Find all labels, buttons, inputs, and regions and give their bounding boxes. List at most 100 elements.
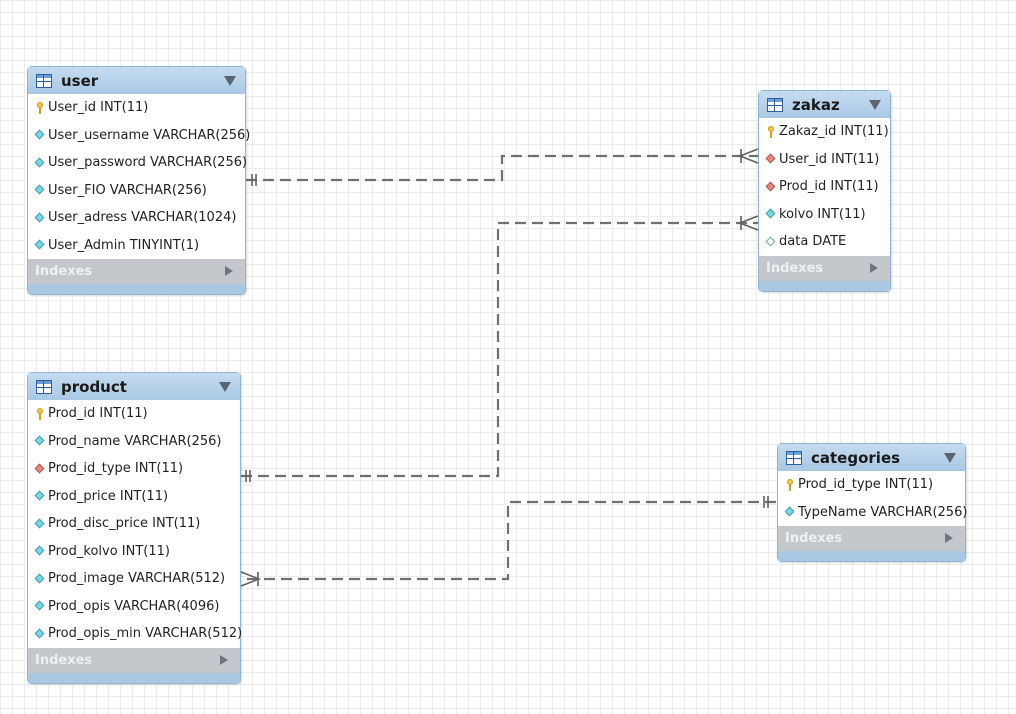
column-label: Prod_id INT(11) xyxy=(779,179,879,195)
column-row[interactable]: Prod_kolvo INT(11) xyxy=(28,538,240,566)
column-diamond-icon xyxy=(34,490,46,502)
table-categories[interactable]: categories Prod_id_type INT(11) TypeName… xyxy=(777,443,968,562)
expand-arrow-icon[interactable] xyxy=(220,654,228,665)
column-label: Prod_id_type INT(11) xyxy=(48,461,184,477)
column-diamond-icon xyxy=(34,157,46,169)
column-label: User_id INT(11) xyxy=(48,100,149,116)
column-label: Prod_image VARCHAR(512) xyxy=(48,571,226,587)
cardinality-one-mark xyxy=(763,496,769,508)
column-diamond-icon xyxy=(34,239,46,251)
table-name: categories xyxy=(811,448,901,467)
column-label: Prod_id_type INT(11) xyxy=(798,477,934,493)
column-row[interactable]: User_id INT(11) xyxy=(759,146,890,174)
indexes-section[interactable]: Indexes xyxy=(28,647,240,673)
column-diamond-icon xyxy=(34,212,46,224)
table-icon xyxy=(36,379,52,394)
relationship-user-zakaz xyxy=(246,154,758,182)
collapse-chevron-icon[interactable] xyxy=(219,382,231,392)
table-icon xyxy=(786,450,802,465)
column-diamond-icon xyxy=(34,129,46,141)
column-label: Prod_opis VARCHAR(4096) xyxy=(48,598,220,614)
primary-key-icon xyxy=(765,125,777,138)
column-label: User_adress VARCHAR(1024) xyxy=(48,210,237,226)
table-header[interactable]: user xyxy=(28,67,245,94)
indexes-section[interactable]: Indexes xyxy=(778,526,965,551)
column-row[interactable]: Zakaz_id INT(11) xyxy=(759,118,890,146)
column-row[interactable]: User_adress VARCHAR(1024) xyxy=(28,204,245,232)
column-row[interactable]: Prod_image VARCHAR(512) xyxy=(28,565,240,593)
column-diamond-icon xyxy=(34,545,46,557)
column-label: User_FIO VARCHAR(256) xyxy=(48,182,207,198)
cardinality-many-mark xyxy=(737,148,759,164)
table-icon xyxy=(36,73,52,88)
table-header[interactable]: categories xyxy=(778,444,965,471)
table-product[interactable]: product Prod_id INT(11) Prod_name VARCHA… xyxy=(27,372,243,684)
column-label: kolvo INT(11) xyxy=(779,206,866,222)
column-diamond-icon xyxy=(34,184,46,196)
indexes-label: Indexes xyxy=(35,264,93,279)
column-row[interactable]: User_FIO VARCHAR(256) xyxy=(28,177,245,205)
column-label: Zakaz_id INT(11) xyxy=(779,124,889,140)
indexes-label: Indexes xyxy=(35,652,93,668)
expand-arrow-icon[interactable] xyxy=(870,262,878,273)
expand-arrow-icon[interactable] xyxy=(225,266,233,276)
column-row[interactable]: User_Admin TINYINT(1) xyxy=(28,232,245,260)
column-row[interactable]: User_password VARCHAR(256) xyxy=(28,149,248,177)
table-header[interactable]: zakaz xyxy=(759,91,890,118)
column-row[interactable]: User_username VARCHAR(256) xyxy=(28,122,250,150)
table-name: user xyxy=(61,71,99,90)
column-row[interactable]: Prod_price INT(11) xyxy=(28,483,240,511)
column-row[interactable]: TypeName VARCHAR(256) xyxy=(778,499,968,527)
collapse-chevron-icon[interactable] xyxy=(869,100,881,110)
indexes-section[interactable]: Indexes xyxy=(28,259,245,284)
collapse-chevron-icon[interactable] xyxy=(944,453,956,463)
column-diamond-icon xyxy=(34,600,46,612)
cardinality-many-mark xyxy=(737,215,759,231)
column-label: Prod_opis_min VARCHAR(512) xyxy=(48,626,243,642)
column-label: User_id INT(11) xyxy=(779,151,880,167)
column-label: Prod_id INT(11) xyxy=(48,406,148,422)
column-row[interactable]: Prod_name VARCHAR(256) xyxy=(28,428,240,456)
column-row[interactable]: Prod_id INT(11) xyxy=(759,173,890,201)
column-label: Prod_price INT(11) xyxy=(48,488,169,504)
column-label: User_Admin TINYINT(1) xyxy=(48,237,200,253)
foreign-key-icon xyxy=(765,181,777,193)
column-diamond-icon xyxy=(34,518,46,530)
column-label: User_password VARCHAR(256) xyxy=(48,155,248,171)
column-row[interactable]: Prod_id_type INT(11) xyxy=(778,471,965,499)
column-label: TypeName VARCHAR(256) xyxy=(798,504,968,520)
nullable-column-icon xyxy=(765,236,777,248)
column-row[interactable]: data DATE xyxy=(759,228,890,256)
indexes-label: Indexes xyxy=(766,260,824,276)
collapse-chevron-icon[interactable] xyxy=(224,76,236,86)
table-name: product xyxy=(61,377,127,396)
column-row[interactable]: Prod_id_type INT(11) xyxy=(28,455,240,483)
column-row[interactable]: Prod_opis VARCHAR(4096) xyxy=(28,593,240,621)
cardinality-one-mark xyxy=(251,174,257,186)
indexes-label: Indexes xyxy=(785,531,843,546)
table-icon xyxy=(767,97,783,112)
primary-key-icon xyxy=(784,478,796,491)
column-row[interactable]: Prod_id INT(11) xyxy=(28,400,240,428)
table-header[interactable]: product xyxy=(28,373,240,400)
column-row[interactable]: Prod_opis_min VARCHAR(512) xyxy=(28,620,243,648)
column-row[interactable]: kolvo INT(11) xyxy=(759,201,890,229)
column-label: data DATE xyxy=(779,234,847,250)
primary-key-icon xyxy=(34,101,46,114)
column-diamond-icon xyxy=(784,506,796,518)
cardinality-one-mark xyxy=(245,470,251,482)
expand-arrow-icon[interactable] xyxy=(945,533,953,543)
column-diamond-icon xyxy=(34,628,46,640)
column-row[interactable]: Prod_disc_price INT(11) xyxy=(28,510,240,538)
indexes-section[interactable]: Indexes xyxy=(759,255,890,281)
relationship-categories-product xyxy=(241,500,776,581)
cardinality-many-mark xyxy=(240,571,262,587)
column-row[interactable]: User_id INT(11) xyxy=(28,94,245,122)
relationship-product-zakaz xyxy=(241,221,758,478)
table-user[interactable]: user User_id INT(11) User_username VARCH… xyxy=(27,66,250,295)
foreign-key-icon xyxy=(34,463,46,475)
table-zakaz[interactable]: zakaz Zakaz_id INT(11) User_id INT(11) P… xyxy=(758,90,891,292)
table-name: zakaz xyxy=(792,95,840,114)
foreign-key-icon xyxy=(765,153,777,165)
